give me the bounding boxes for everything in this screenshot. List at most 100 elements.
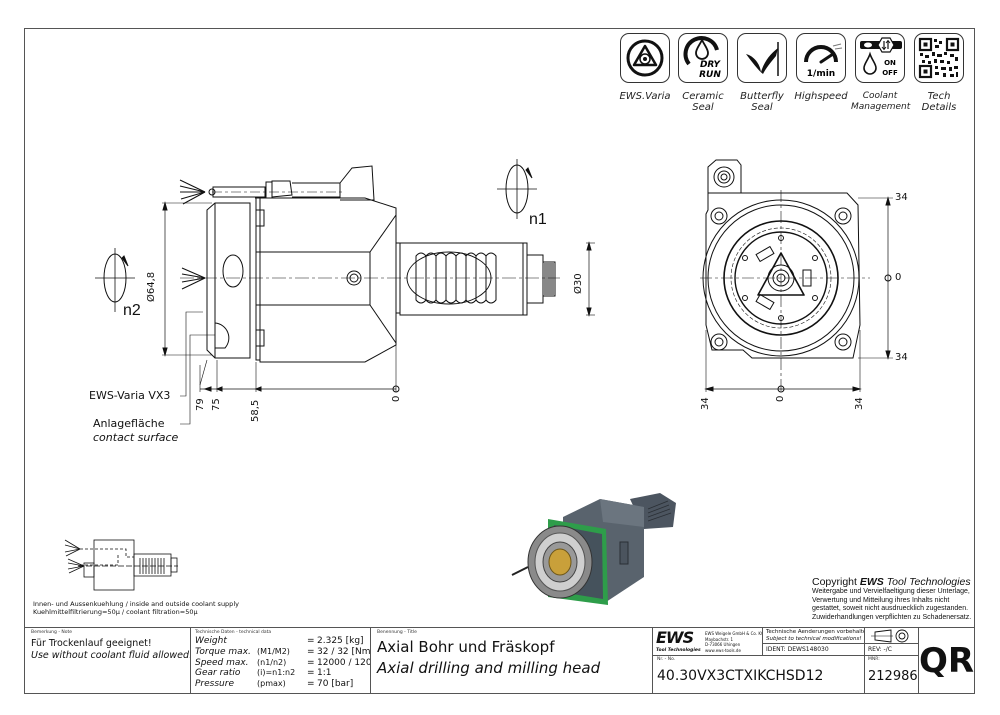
- dim-front-left: 34: [700, 397, 711, 410]
- rev-cell: REV: -/C: [865, 644, 919, 656]
- note-en: Use without coolant fluid allowed!: [31, 650, 191, 661]
- tech-header: Technische Daten - technical data: [195, 630, 272, 635]
- company-logo-sub: Tool Technologies: [656, 648, 701, 653]
- run-text: RUN: [699, 70, 721, 80]
- copyright-line: gestattet, soweit nicht ausdruecklich zu…: [812, 605, 969, 612]
- tech-value: 12000 / 12000 [1/min]: [317, 657, 371, 668]
- copyright-line: Verwertung und Mitteilung ihres Inhalts …: [812, 596, 950, 604]
- note-cell: Bemerkung - Note Für Trockenlauf geeigne…: [25, 628, 191, 693]
- dim-front-bottom: 34: [895, 352, 908, 363]
- projection-symbol-cell: [865, 628, 919, 644]
- rev-value: -/C: [883, 646, 892, 653]
- ews-varia-icon[interactable]: [620, 33, 670, 83]
- copyright-title: Copyright EWS Tool Technologies: [812, 576, 971, 588]
- title-de: Axial Bohr und Fräskopf: [377, 638, 555, 656]
- rotation-n1-label: n1: [529, 211, 547, 228]
- tech-eq: =: [307, 668, 315, 679]
- dim-diameter-body: Ø64,8: [146, 271, 157, 302]
- coolant-note-line-2: Kuehlmittelfiltrierung=50µ / coolant fil…: [33, 608, 198, 616]
- part-number: 40.30VX3CTXIKCHSD12: [657, 668, 824, 684]
- dim-58-5: 58,5: [250, 399, 261, 422]
- tech-row: Torque max. (M1/M2) =32 / 32 [Nm]: [195, 646, 370, 658]
- tech-key: Pressure: [195, 679, 234, 690]
- tech-row: Speed max. (n1/n2) =12000 / 12000 [1/min]: [195, 657, 370, 669]
- company-logo: EWS: [656, 628, 694, 647]
- coolant-schematic: [64, 539, 178, 591]
- tech-key: Gear ratio: [195, 668, 241, 679]
- tech-value: 1:1: [317, 668, 332, 679]
- tech-data-table: Weight=2.325 [kg]Torque max.(M1/M2)=32 /…: [195, 636, 370, 690]
- side-view-flange: [206, 202, 251, 359]
- projection-symbol-icon: [871, 629, 909, 643]
- ident-value: DEWS148030: [787, 646, 829, 653]
- company-cell: EWS Tool Technologies EWS Weigele GmbH &…: [653, 628, 763, 656]
- title-block: Bemerkung - Note Für Trockenlauf geeigne…: [24, 627, 975, 694]
- qr-code-icon[interactable]: [914, 33, 964, 83]
- dim-79: 79: [195, 398, 206, 411]
- tech-param: (i)=n1:n2: [257, 668, 296, 678]
- tech-eq: =: [307, 679, 315, 690]
- label-contact-surface-de: Anlagefläche: [93, 417, 165, 430]
- tech-value: 2.325 [kg]: [317, 636, 364, 646]
- tech-param: (pmax): [257, 679, 286, 689]
- copyright-line: Weitergabe und Vervielfaeltigung dieser …: [812, 588, 970, 595]
- rotation-n2-label: n2: [123, 302, 141, 319]
- coolant-notes: Innen- und Aussenkuehlung / inside and o…: [33, 600, 239, 616]
- tech-key: Speed max.: [195, 657, 249, 668]
- label-ews-varia-vx3: EWS-Varia VX3: [89, 389, 171, 402]
- dry-text: DRY: [700, 60, 722, 70]
- shank-thread: [485, 252, 497, 304]
- tech-data-cell: Technische Daten - technical data Weight…: [191, 628, 371, 693]
- tech-key: Torque max.: [195, 646, 251, 657]
- tech-eq: =: [307, 657, 315, 668]
- company-address: EWS Weigele GmbH & Co. KG Maybachstr. 1 …: [705, 631, 763, 653]
- speedometer-icon[interactable]: 1/min: [796, 33, 846, 83]
- copyright-block: Copyright EWS Tool Technologies Weiterga…: [812, 576, 974, 622]
- dim-front-top: 34: [895, 192, 908, 203]
- dim-0-side: 0: [391, 395, 402, 402]
- tech-param: (n1/n2): [257, 657, 287, 667]
- side-view-housing: [255, 197, 397, 363]
- front-view: [700, 159, 893, 393]
- tech-param: (M1/M2): [257, 646, 290, 656]
- changes-en: Subject to technical modifications!: [766, 636, 862, 642]
- changes-cell: Technische Aenderungen vorbehalten! Subj…: [763, 628, 865, 644]
- side-view-coolant-nozzle: [179, 165, 375, 205]
- ident-cell: IDENT: DEWS148030: [763, 644, 865, 656]
- side-view-shank: [396, 242, 595, 316]
- rev-label: REV:: [868, 646, 882, 653]
- note-header: Bemerkung - Note: [31, 630, 73, 635]
- nr-header: Nr. - No.: [657, 657, 676, 662]
- title-header: Benennung - Title: [377, 630, 417, 635]
- dim-front-center: 0: [775, 395, 786, 402]
- tech-value: 32 / 32 [Nm]: [317, 646, 371, 657]
- label-contact-surface-en: contact surface: [93, 431, 179, 444]
- tech-eq: =: [307, 646, 315, 657]
- dim-75: 75: [211, 398, 222, 411]
- mnr-value: 212986: [868, 669, 918, 684]
- product-3d-render: [511, 493, 676, 605]
- dim-diameter-shank: Ø30: [573, 273, 584, 294]
- coolant-drop-icon[interactable]: ON OFF: [855, 33, 905, 83]
- title-en: Axial drilling and milling head: [377, 659, 601, 677]
- tech-eq: =: [307, 636, 315, 646]
- icon-label-highspeed: Highspeed: [794, 91, 848, 102]
- mnr-cell: MNR: 212986: [865, 656, 919, 693]
- tech-value: 70 [bar]: [317, 679, 354, 690]
- tech-row: Pressure (pmax) =70 [bar]: [195, 679, 366, 690]
- dim-front-mid: 0: [895, 272, 902, 283]
- title-cell: Benennung - Title Axial Bohr und Fräskop…: [371, 628, 653, 693]
- changes-de: Technische Aenderungen vorbehalten!: [766, 629, 865, 635]
- butterfly-seal-icon[interactable]: [737, 33, 787, 83]
- copyright-line: Zuwiderhandlungen verpflichten zu Schade…: [812, 613, 972, 621]
- ident-label: IDENT:: [766, 646, 786, 653]
- dim-front-right: 34: [854, 397, 865, 410]
- tech-key: Weight: [195, 636, 227, 646]
- dry-run-icon[interactable]: DRY RUN: [678, 33, 728, 83]
- off-text: OFF: [882, 69, 898, 77]
- mnr-header: MNR:: [868, 657, 880, 662]
